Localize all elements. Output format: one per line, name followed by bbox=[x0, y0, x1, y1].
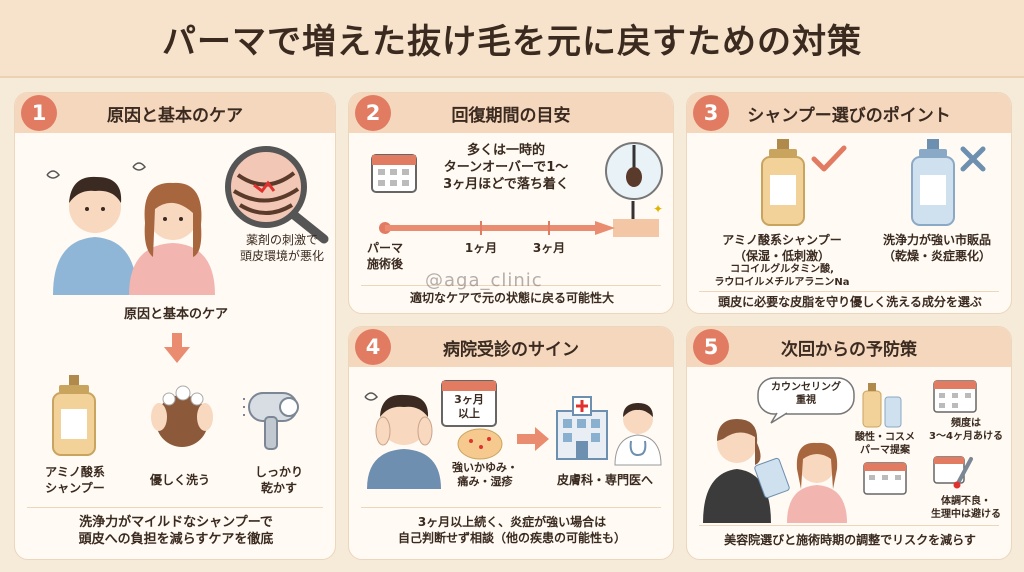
good-shampoo-label: アミノ酸系シャンプー （保湿・低刺激） bbox=[722, 233, 842, 263]
item-label-dry-thoroughly: しっかり 乾かす bbox=[254, 465, 303, 495]
section-1-card: 1 原因と基本のケア 薬剤の刺激で 頭皮環境が悪化 原因と基本のケア bbox=[14, 92, 336, 560]
shampoo-bottle-icon bbox=[52, 375, 96, 456]
section-3-card: 3 シャンプー選びのポイント アミノ酸系シャンプー （保湿・低刺激） ココイルグ… bbox=[686, 92, 1012, 314]
section-1-header: 1 原因と基本のケア bbox=[15, 93, 335, 133]
section-5-card: 5 次回からの予防策 カウンセリング 重視 酸性・コスメ パーマ提案 頻度は 3… bbox=[686, 326, 1012, 560]
worried-couple-illustration bbox=[46, 162, 215, 295]
down-arrow-icon bbox=[164, 333, 190, 363]
title-banner: パーマで増えた抜け毛を元に戻すための対策 bbox=[0, 0, 1024, 78]
section-5-footer: 美容院選びと施術時期の調整でリスクを減らす bbox=[724, 533, 976, 547]
calendar-icon bbox=[371, 154, 417, 193]
amino-shampoo-bottle-icon bbox=[761, 139, 805, 226]
page-title: パーマで増えた抜け毛を元に戻すための対策 bbox=[162, 21, 862, 62]
section-4-header: 4 病院受診のサイン bbox=[349, 327, 673, 367]
timeline-label-3-months: 3ヶ月 bbox=[532, 241, 566, 255]
frequency-label: 頻度は 3〜4ヶ月あける bbox=[929, 418, 1003, 442]
cosmetic-products-icon bbox=[862, 383, 902, 428]
timeline-label-1-month: 1ヶ月 bbox=[464, 241, 498, 255]
strong-shampoo-bottle-icon bbox=[911, 139, 955, 226]
calendar-3-months-label: 3ヶ月 以上 bbox=[454, 393, 484, 421]
counseling-bubble-text: カウンセリング 重視 bbox=[771, 382, 841, 406]
watermark: @aga_clinic bbox=[425, 270, 543, 291]
section-3-divider bbox=[699, 291, 999, 292]
section-2-footer: 適切なケアで元の状態に戻る可能性大 bbox=[409, 291, 614, 305]
section-3-number: 3 bbox=[693, 95, 729, 131]
section-1-footer: 洗浄力がマイルドなシャンプーで 頭皮への負担を減らすケアを徹底 bbox=[78, 515, 274, 547]
section-3-footer: 頭皮に必要な皮脂を守り優しく洗える成分を選ぶ bbox=[718, 295, 982, 309]
section-4-number: 4 bbox=[355, 329, 391, 365]
section-2-divider bbox=[361, 285, 661, 286]
scalp-irritation-callout: 薬剤の刺激で 頭皮環境が悪化 bbox=[239, 233, 324, 263]
thermometer-icon bbox=[933, 456, 973, 489]
scalp-magnifier-icon bbox=[225, 146, 329, 244]
recovery-note: 多くは一時的 ターンオーバーで1〜 3ヶ月ほどで落ち着く bbox=[443, 143, 569, 192]
good-shampoo-ingredients: ココイルグルタミン酸, ラウロイルメチルアラニンNa bbox=[714, 264, 850, 288]
timeline-label-start: パーマ 施術後 bbox=[366, 241, 403, 271]
section-2-card: 2 回復期間の目安 多くは一時的 ターンオーバーで1〜 3ヶ月ほどで落ち着く ✦… bbox=[348, 92, 674, 314]
section-4-heading: 病院受診のサイン bbox=[443, 339, 579, 360]
section-1-divider bbox=[27, 507, 323, 508]
section-2-heading: 回復期間の目安 bbox=[451, 105, 571, 126]
item-label-amino-shampoo: アミノ酸系 シャンプー bbox=[45, 465, 105, 495]
section-4-divider bbox=[361, 507, 661, 508]
calendar-frequency-icon bbox=[933, 380, 977, 413]
section-1-heading: 原因と基本のケア bbox=[107, 105, 243, 126]
check-icon bbox=[811, 145, 847, 172]
bad-shampoo-label: 洗浄力が強い市販品 （乾燥・炎症悪化） bbox=[882, 233, 991, 263]
calendar-3-months-icon bbox=[441, 380, 497, 427]
washing-hair-icon bbox=[151, 385, 213, 447]
cross-icon bbox=[960, 146, 986, 172]
hair-follicle-icon: ✦ bbox=[605, 142, 663, 237]
section-5-divider bbox=[699, 525, 999, 526]
section-5-header: 5 次回からの予防策 bbox=[687, 327, 1011, 367]
section-1-number: 1 bbox=[21, 95, 57, 131]
section-4-footer: 3ヶ月以上続く、炎症が強い場合は 自己判断せず相談（他の疾患の可能性も） bbox=[397, 515, 626, 545]
products-label: 酸性・コスメ パーマ提案 bbox=[855, 432, 915, 456]
calendar-small-icon bbox=[863, 462, 907, 495]
section-2-header: 2 回復期間の目安 bbox=[349, 93, 673, 133]
hospital-icon bbox=[556, 396, 608, 460]
doctor-icon bbox=[614, 403, 662, 466]
irritated-scalp-icon bbox=[457, 428, 503, 460]
section-2-number: 2 bbox=[355, 95, 391, 131]
stylist-and-client-illustration bbox=[703, 419, 847, 523]
section-3-header: 3 シャンプー選びのポイント bbox=[687, 93, 1011, 133]
worried-man-illustration bbox=[364, 392, 441, 489]
section-5-heading: 次回からの予防策 bbox=[781, 339, 917, 360]
speech-bubble-icon bbox=[757, 377, 855, 424]
hair-dryer-icon bbox=[243, 392, 299, 450]
timeline-arrow bbox=[379, 221, 615, 235]
destination-label: 皮膚科・専門医へ bbox=[556, 473, 653, 487]
section-3-heading: シャンプー選びのポイント bbox=[747, 105, 951, 126]
section-4-card: 4 病院受診のサイン 3ヶ月 以上 強いかゆみ・ 痛み・湿疹 皮膚科・専門医へ … bbox=[348, 326, 674, 560]
right-arrow-icon bbox=[517, 427, 549, 451]
section-5-number: 5 bbox=[693, 329, 729, 365]
health-label: 体調不良・ 生理中は避ける bbox=[931, 496, 1001, 520]
item-label-wash-gently: 優しく洗う bbox=[149, 473, 210, 487]
section-1-subheading: 原因と基本のケア bbox=[123, 307, 228, 322]
svg-text:✦: ✦ bbox=[653, 202, 663, 216]
symptoms-label: 強いかゆみ・ 痛み・湿疹 bbox=[452, 461, 518, 489]
